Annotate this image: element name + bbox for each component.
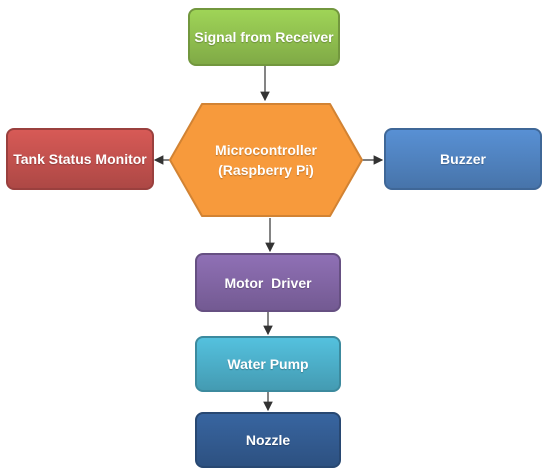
signal-from-receiver-box: Signal from Receiver <box>188 8 340 66</box>
microcontroller-sublabel: (Raspberry Pi) <box>218 162 314 178</box>
microcontroller-hexagon <box>169 103 363 217</box>
buzzer-box: Buzzer <box>384 128 542 190</box>
motor-driver-box: Motor Driver <box>195 253 341 312</box>
motor-driver-label: Motor Driver <box>224 274 312 291</box>
nozzle-box: Nozzle <box>195 412 341 468</box>
buzzer-label: Buzzer <box>440 151 486 167</box>
microcontroller-label: Microcontroller <box>215 142 317 158</box>
tank-status-monitor-box: Tank Status Monitor <box>6 128 154 190</box>
water-pump-label: Water Pump <box>227 356 309 372</box>
tank-status-monitor-label: Tank Status Monitor <box>13 151 147 167</box>
signal-from-receiver-label: Signal from Receiver <box>194 29 334 45</box>
microcontroller-label-group: Microcontroller (Raspberry Pi) <box>168 102 364 218</box>
nozzle-label: Nozzle <box>245 432 291 448</box>
water-pump-box: Water Pump <box>195 336 341 392</box>
